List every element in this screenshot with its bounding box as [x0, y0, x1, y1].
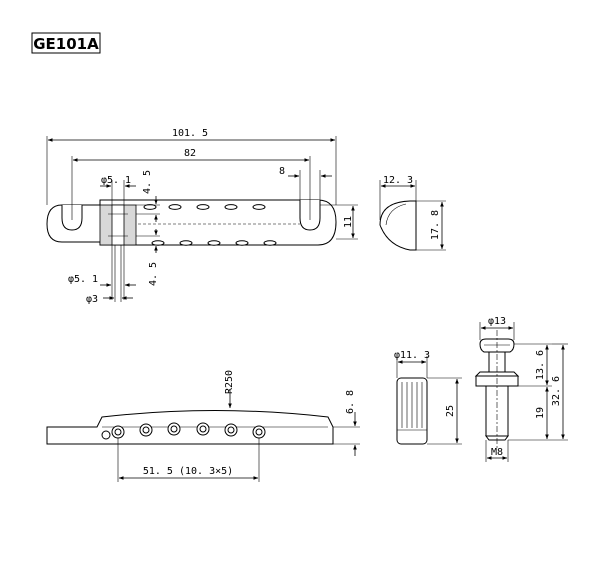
- slot-span-dim: 82: [184, 148, 196, 159]
- stud-view: φ11. 3 25: [394, 350, 462, 445]
- model-label-box: GE101A: [31, 32, 101, 54]
- screw-head-diameter: φ13: [488, 316, 506, 327]
- top-hole-offset: 4. 5: [142, 170, 153, 194]
- model-label: GE101A: [33, 35, 99, 53]
- bottom-hole-offset: 4. 5: [148, 262, 159, 286]
- slot-width-dim: 8: [279, 166, 285, 177]
- top-hole-diameter: φ5. 1: [101, 175, 131, 186]
- stud-diameter-dim: φ11. 3: [394, 350, 430, 361]
- screw-view: φ13 13. 6 19 32. 6 M8: [474, 316, 568, 462]
- front-height-dim: 6. 8: [345, 390, 356, 414]
- bottom-hole-small-diameter: φ3: [86, 294, 98, 305]
- end-view: 12. 3 17. 8: [379, 175, 446, 251]
- screw-head-height: 13. 6: [535, 350, 546, 380]
- bottom-hole-diameter: φ5. 1: [68, 274, 98, 285]
- string-holes-bottom: [151, 240, 277, 246]
- end-width-dim: 12. 3: [383, 175, 413, 186]
- front-view: R250 6. 8 51. 5 (10. 3×5): [46, 370, 360, 482]
- end-height-dim: 17. 8: [430, 210, 441, 240]
- string-spacing-dim: 51. 5 (10. 3×5): [143, 466, 233, 477]
- top-view: 101. 5 82 8 11 φ5. 1 4. 5 4. 5: [46, 128, 358, 305]
- tailpiece-body-top: [46, 199, 337, 246]
- string-holes-top: [143, 204, 266, 210]
- screw-thread-length: 19: [535, 407, 546, 419]
- radius-dim: R250: [224, 370, 235, 394]
- overall-length-dim: 101. 5: [172, 128, 208, 139]
- screw-total-length: 32. 6: [551, 376, 562, 406]
- stud-length-dim: 25: [445, 405, 456, 417]
- height-dim: 11: [343, 216, 354, 228]
- tailpiece-end-profile: [379, 200, 417, 251]
- screw-thread-size: M8: [491, 447, 503, 458]
- string-holes-front: [101, 422, 266, 440]
